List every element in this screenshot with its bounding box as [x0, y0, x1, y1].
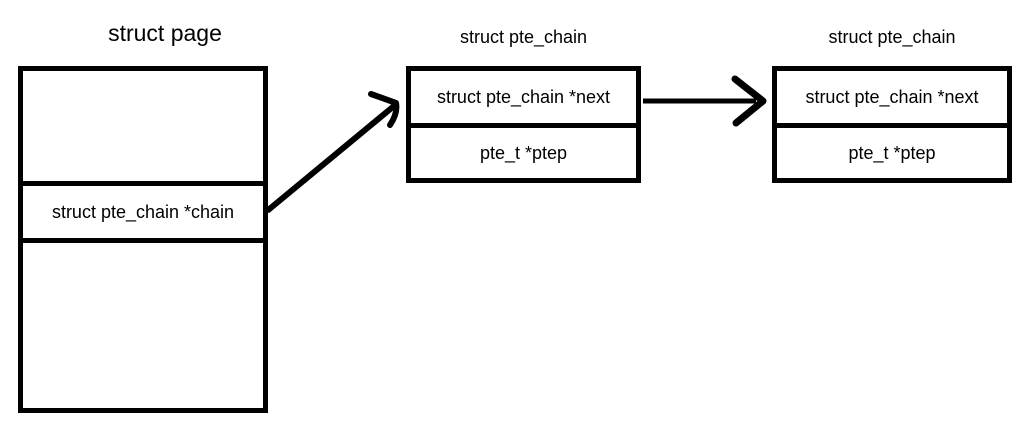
pte-chain-node2-ptep-field-row: pte_t *ptep: [848, 142, 936, 163]
struct-page-box: struct pte_chain *chain: [18, 66, 268, 413]
pte-chain-node1-ptep-field-row: pte_t *ptep: [479, 142, 568, 163]
pte-chain-node2-next-field-row: struct pte_chain *next: [777, 71, 1007, 128]
arrow-chain-to-node1-icon: [265, 91, 400, 214]
pte-chain-node2-box: struct pte_chain *next pte_t *ptep: [772, 66, 1012, 183]
arrow-next-to-node2-icon: [643, 75, 767, 127]
pte-chain-node1-next-field-row: struct pte_chain *next: [411, 71, 636, 128]
pte-chain-node1-box: struct pte_chain *next pte_t *ptep: [406, 66, 641, 183]
struct-page-empty-row-bottom: [23, 243, 263, 408]
struct-page-title: struct page: [108, 20, 222, 46]
struct-page-empty-row-top: [23, 71, 263, 181]
struct-page-chain-field-row: struct pte_chain *chain: [23, 181, 263, 243]
pte-chain-node2-title: struct pte_chain: [828, 27, 956, 47]
pte-chain-node1-title: struct pte_chain: [459, 27, 588, 47]
